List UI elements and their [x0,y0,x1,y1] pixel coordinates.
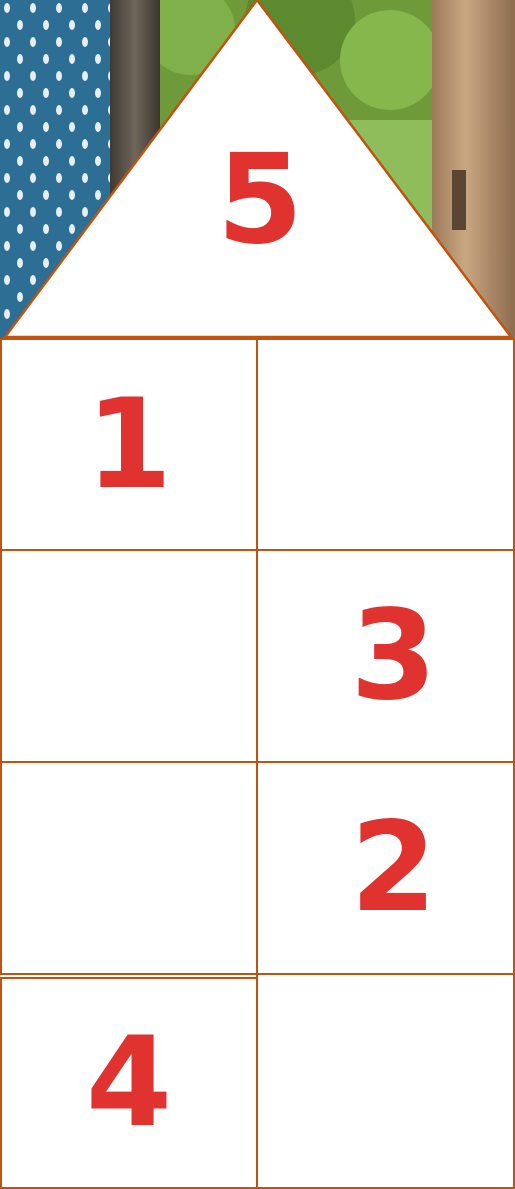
cell-number: 3 [350,594,436,718]
roof-number: 5 [217,138,303,262]
grid-cell-r2-c1 [0,549,258,763]
grid-cell-r2-c2: 3 [256,549,515,763]
cell-number: 1 [86,383,172,507]
grid-cell-r3-c2: 2 [256,761,515,975]
grid-cell-r4-c2 [256,973,515,1189]
grid-cell-r4-c1: 4 [0,977,258,1189]
cell-number: 4 [86,1021,172,1145]
grid-cell-r3-c1 [0,761,258,975]
grid-cell-r1-c2 [256,338,515,551]
cell-number: 2 [350,806,436,930]
grid-cell-r1-c1: 1 [0,338,258,551]
